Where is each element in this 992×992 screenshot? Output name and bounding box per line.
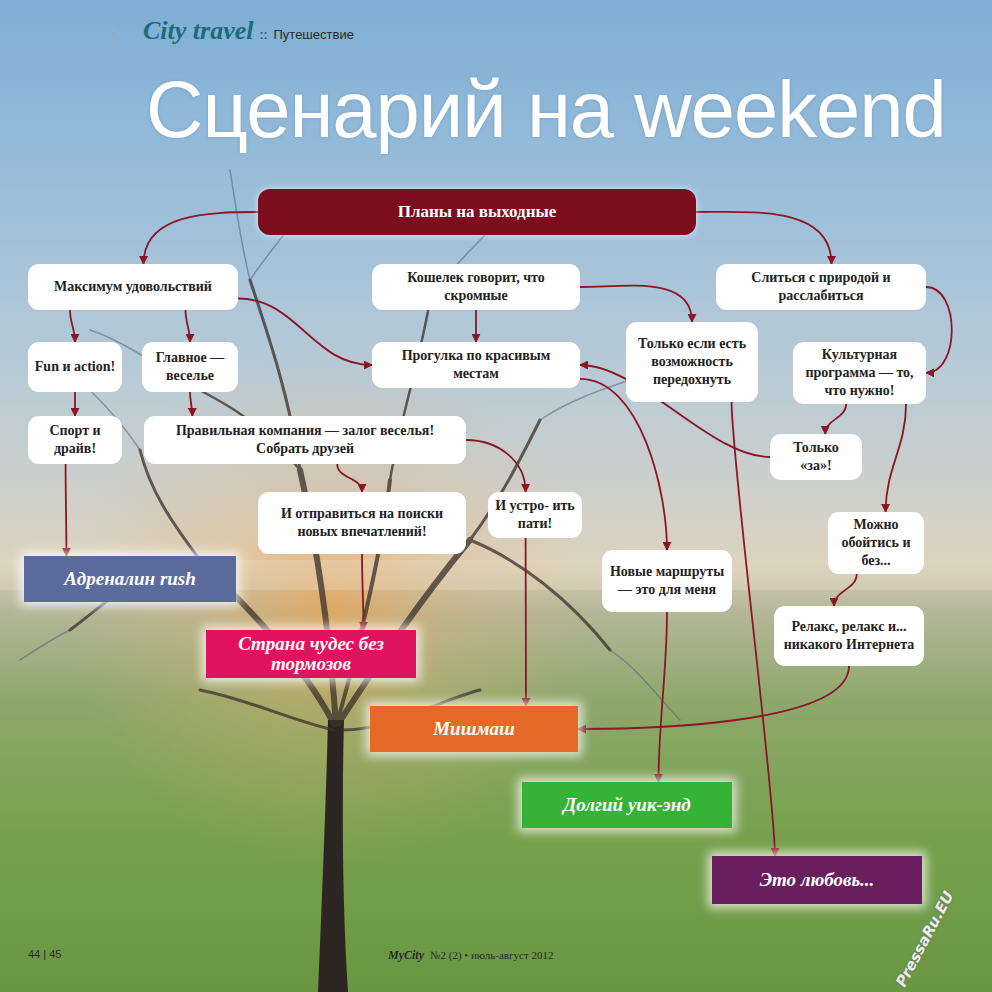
flow-arrow <box>65 464 68 556</box>
result-box: Адреналин rush <box>24 556 236 602</box>
node-text: Прогулка по красивым местам <box>378 347 574 383</box>
flow-arrow <box>144 212 259 264</box>
magazine-name: MyCity <box>388 948 424 963</box>
node-text: Адреналин rush <box>64 569 196 589</box>
result-box: Это любовь... <box>712 856 922 904</box>
option-box: Культурная программа — то, что нужно! <box>793 342 926 404</box>
node-text: И отправиться на поиски новых впечатлени… <box>264 505 460 541</box>
node-text: Fun и action! <box>35 358 115 376</box>
node-text: Кошелек говорит, что скромные <box>378 269 574 305</box>
option-box: И устро- ить пати! <box>488 492 582 538</box>
option-box: И отправиться на поиски новых впечатлени… <box>258 492 466 554</box>
option-box: Спорт и драйв! <box>28 416 122 464</box>
option-box: Релакс, релакс и... никакого Интернета <box>774 606 924 666</box>
node-text: И устро- ить пати! <box>494 497 576 533</box>
chevron-symbol <box>112 28 120 42</box>
page-title: Сценарий на weekend <box>146 66 946 154</box>
flow-arrow <box>466 440 526 492</box>
node-text: Культурная программа — то, что нужно! <box>799 346 920 400</box>
plan-box: Планы на выходные <box>258 189 696 235</box>
section-subname: Путешествие <box>273 27 353 42</box>
flow-arrow <box>926 287 952 373</box>
node-text: Только если есть возможность передохнуть <box>632 335 752 389</box>
node-text: Правильная компания — залог веселья! Соб… <box>150 422 460 458</box>
option-box: Fun и action! <box>28 342 122 392</box>
option-box: Слиться с природой и расслабиться <box>716 264 926 310</box>
flow-arrow <box>732 402 775 856</box>
node-text: Спорт и драйв! <box>34 422 116 458</box>
flow-arrow <box>475 310 477 342</box>
flow-arrow <box>70 310 75 342</box>
node-text: Главное — веселье <box>148 349 232 385</box>
flow-arrow <box>580 286 692 322</box>
option-box: Только «за»! <box>770 434 862 480</box>
node-text: Можно обойтись и без... <box>834 516 918 570</box>
flow-arrow <box>696 212 832 264</box>
flow-arrow <box>825 404 846 434</box>
node-text: Слиться с природой и расслабиться <box>722 269 920 305</box>
node-text: Релакс, релакс и... никакого Интернета <box>780 618 918 654</box>
node-text: Страна чудес без тормозов <box>214 634 408 674</box>
node-text: Долгий уик-энд <box>563 795 690 815</box>
page-number: 44 | 45 <box>28 948 61 960</box>
page-number-group: 44 | 45 <box>28 948 61 960</box>
flow-arrow <box>238 299 372 366</box>
node-text: Максимум удовольствий <box>54 278 212 296</box>
flow-arrow <box>362 554 364 630</box>
flow-arrow <box>886 404 906 512</box>
issue-group: MyCity №2 (2) • июль-август 2012 <box>388 948 553 963</box>
flow-arrow <box>578 666 849 729</box>
option-box: Новые маршруты — это для меня <box>602 550 732 612</box>
flow-arrow <box>834 574 857 606</box>
option-box: Главное — веселье <box>142 342 238 392</box>
issue-info: №2 (2) • июль-август 2012 <box>430 949 553 961</box>
flow-arrow <box>659 612 668 782</box>
result-box: Страна чудес без тормозов <box>206 630 416 678</box>
separator-mark: :: <box>259 28 267 42</box>
flow-arrow <box>186 310 191 342</box>
result-box: Долгий уик-энд <box>522 782 732 828</box>
option-box: Максимум удовольствий <box>28 264 238 310</box>
node-text: Это любовь... <box>760 870 875 890</box>
flow-arrow <box>190 392 192 416</box>
option-box: Только если есть возможность передохнуть <box>626 322 758 402</box>
result-box: Мишмаш <box>370 706 578 752</box>
section-name: City travel <box>143 16 253 46</box>
flow-arrow <box>525 538 527 706</box>
node-text: Планы на выходные <box>398 202 557 222</box>
flow-arrow <box>580 379 667 550</box>
option-box: Правильная компания — залог веселья! Соб… <box>144 416 466 464</box>
node-text: Только «за»! <box>776 439 856 475</box>
flow-arrow <box>337 464 362 492</box>
node-text: Новые маршруты — это для меня <box>608 563 726 599</box>
header-group: City travel::Путешествие <box>143 16 354 46</box>
flow-arrow <box>74 392 76 416</box>
option-box: Можно обойтись и без... <box>828 512 924 574</box>
node-text: Мишмаш <box>433 719 515 739</box>
option-box: Кошелек говорит, что скромные <box>372 264 580 310</box>
option-box: Прогулка по красивым местам <box>372 342 580 388</box>
